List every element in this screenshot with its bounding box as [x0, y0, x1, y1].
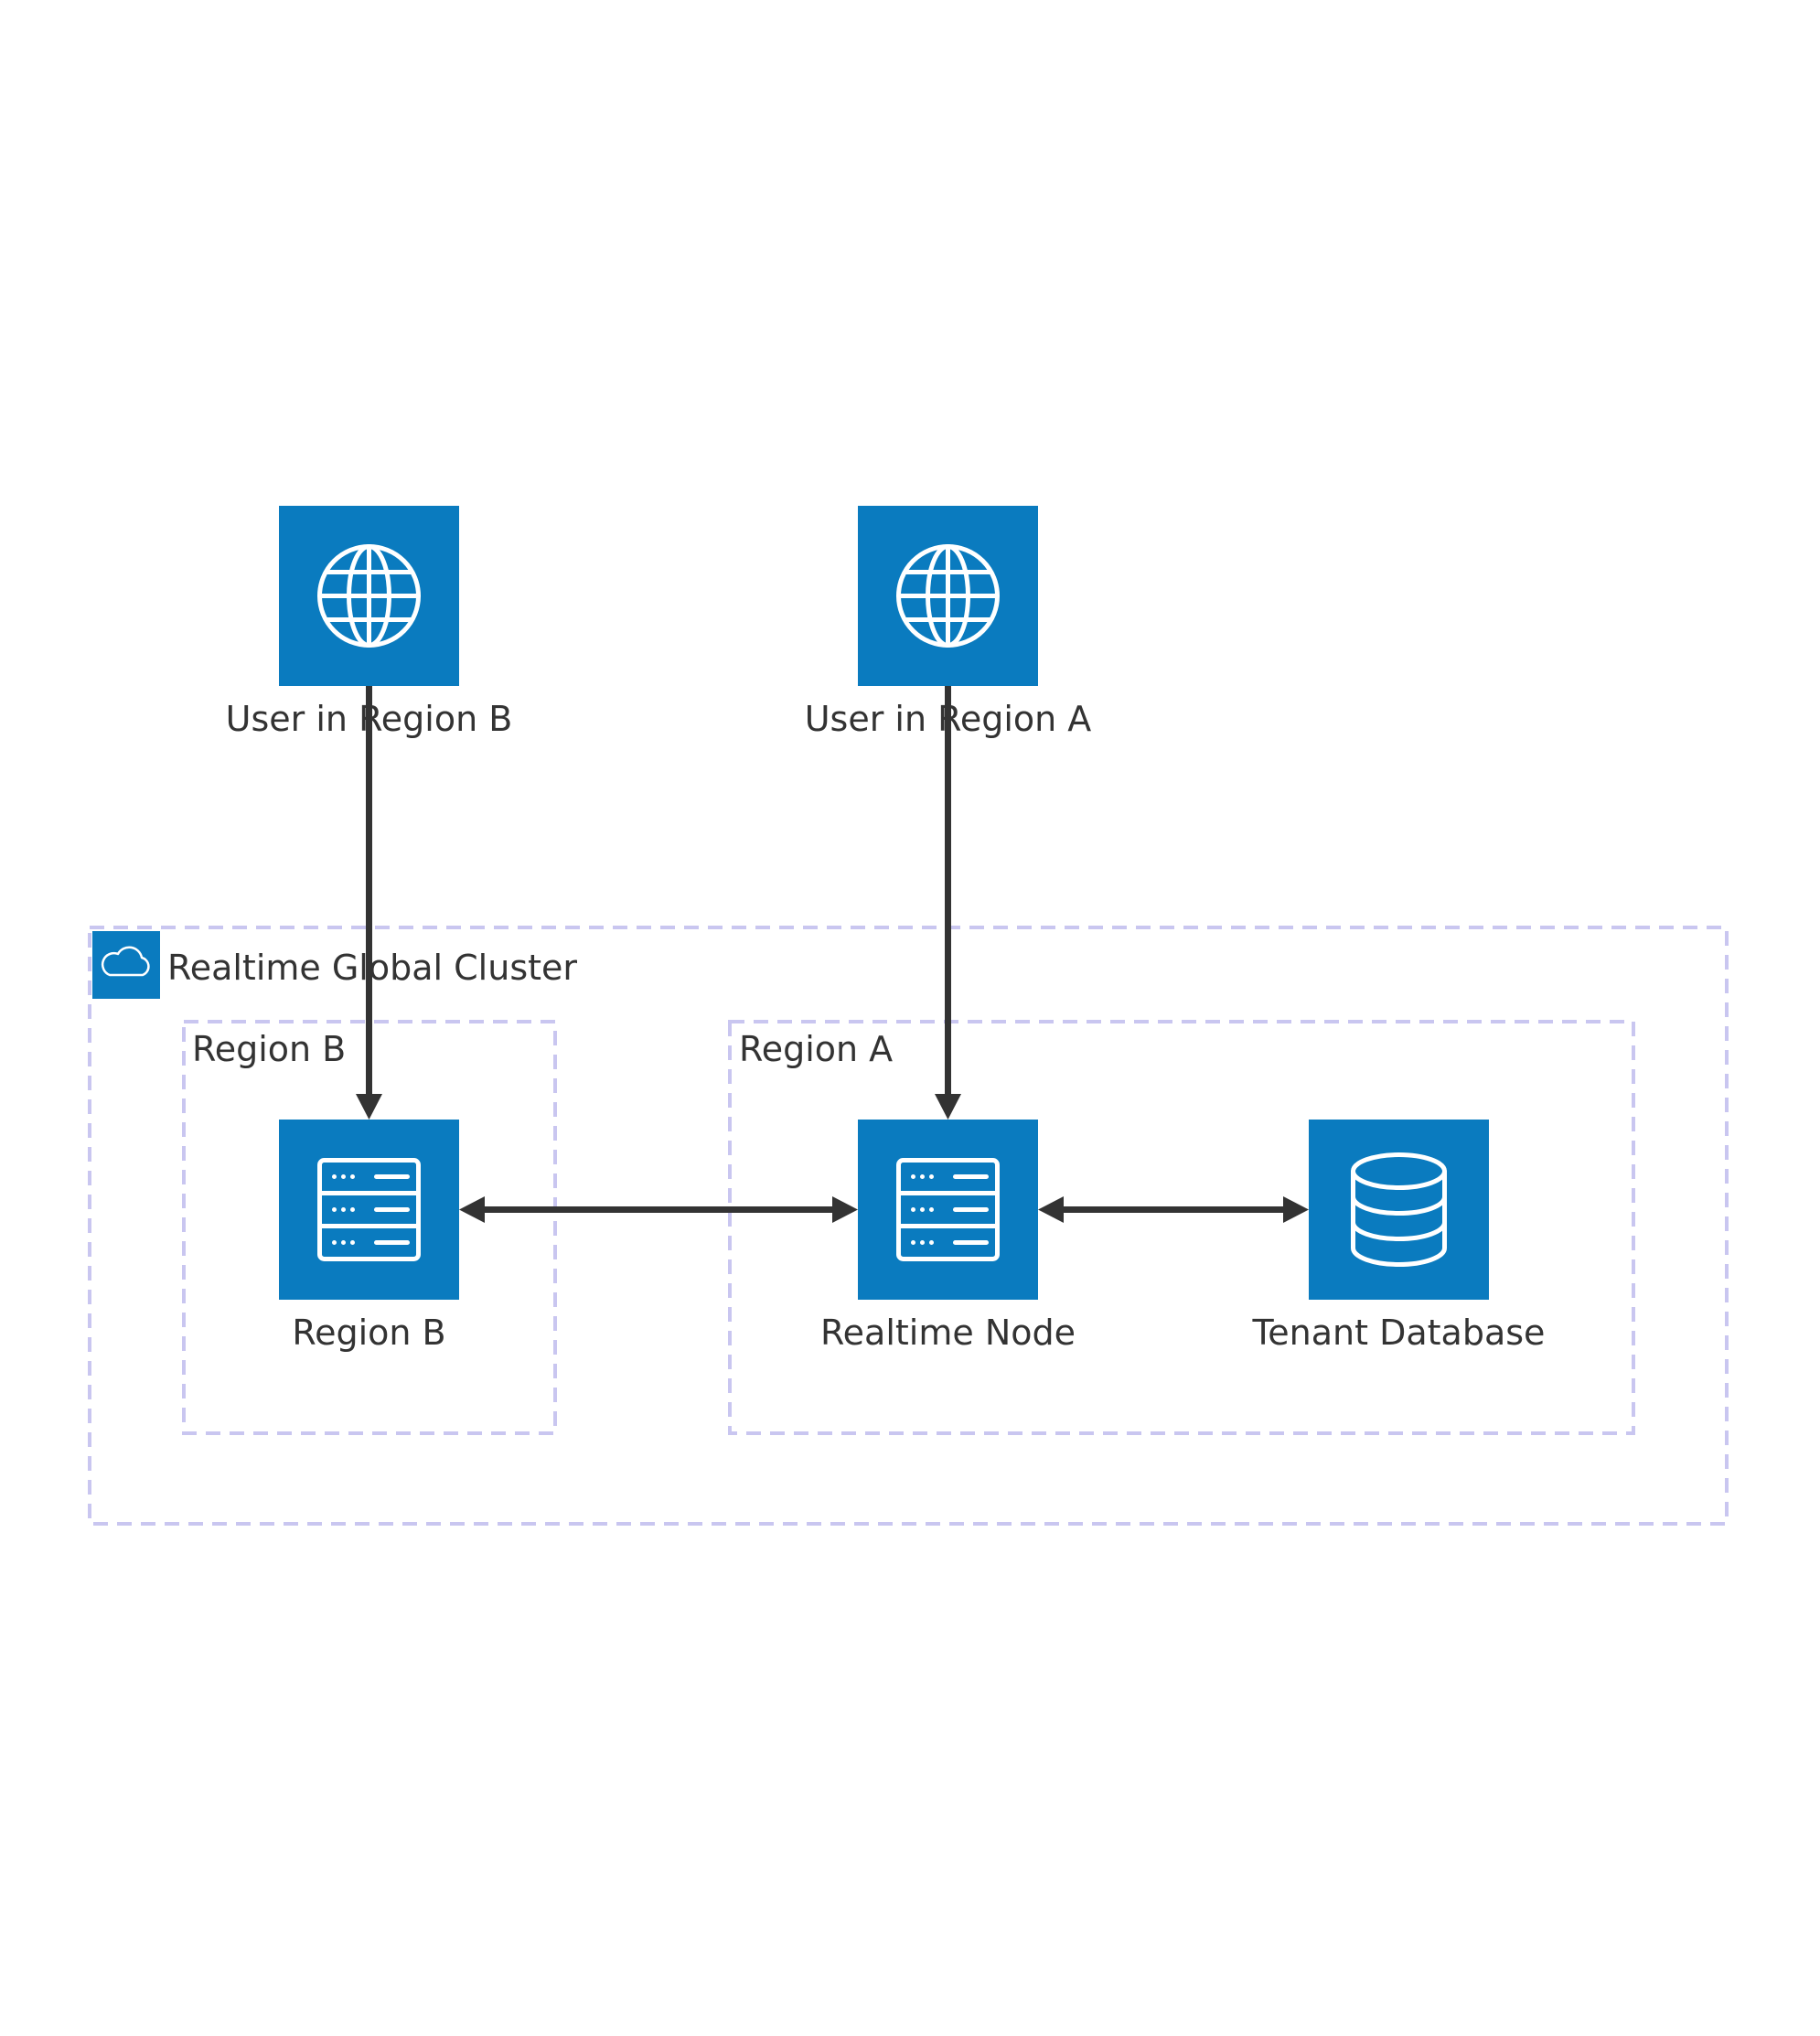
edge-region-b-realtime-node [459, 1196, 858, 1223]
tenant-database-label: Tenant Database [1252, 1313, 1546, 1353]
realtime-node[interactable]: Realtime Node [820, 1120, 1076, 1353]
region-b-border [182, 1020, 557, 1435]
edge-user-b-to-region-b [356, 686, 382, 1120]
arrowhead [356, 1094, 382, 1120]
arrowhead [935, 1094, 961, 1120]
region-b-group: Region B [182, 1020, 557, 1435]
region-a-border [728, 1020, 1635, 1435]
edge-user-a-to-realtime-node [935, 686, 961, 1120]
cluster-border [88, 926, 1729, 1526]
globe-icon [320, 547, 419, 646]
tenant-database-node[interactable]: Tenant Database [1252, 1120, 1546, 1353]
cluster-group: Realtime Global Cluster [88, 926, 1729, 1526]
arrowhead [1283, 1196, 1309, 1223]
edge-realtime-node-tenant-database [1038, 1196, 1309, 1223]
region-a-title: Region A [739, 1029, 893, 1069]
globe-icon [899, 547, 998, 646]
region-b-title: Region B [192, 1029, 346, 1069]
arrowhead [1038, 1196, 1064, 1223]
region-b-server-node[interactable]: Region B [279, 1120, 459, 1353]
cluster-title: Realtime Global Cluster [167, 948, 577, 988]
region-a-group: Region A [728, 1020, 1635, 1435]
region-b-server-label: Region B [292, 1313, 445, 1353]
arrowhead [459, 1196, 485, 1223]
cloud-icon [92, 931, 160, 999]
arrowhead [832, 1196, 858, 1223]
realtime-node-label: Realtime Node [820, 1313, 1076, 1353]
